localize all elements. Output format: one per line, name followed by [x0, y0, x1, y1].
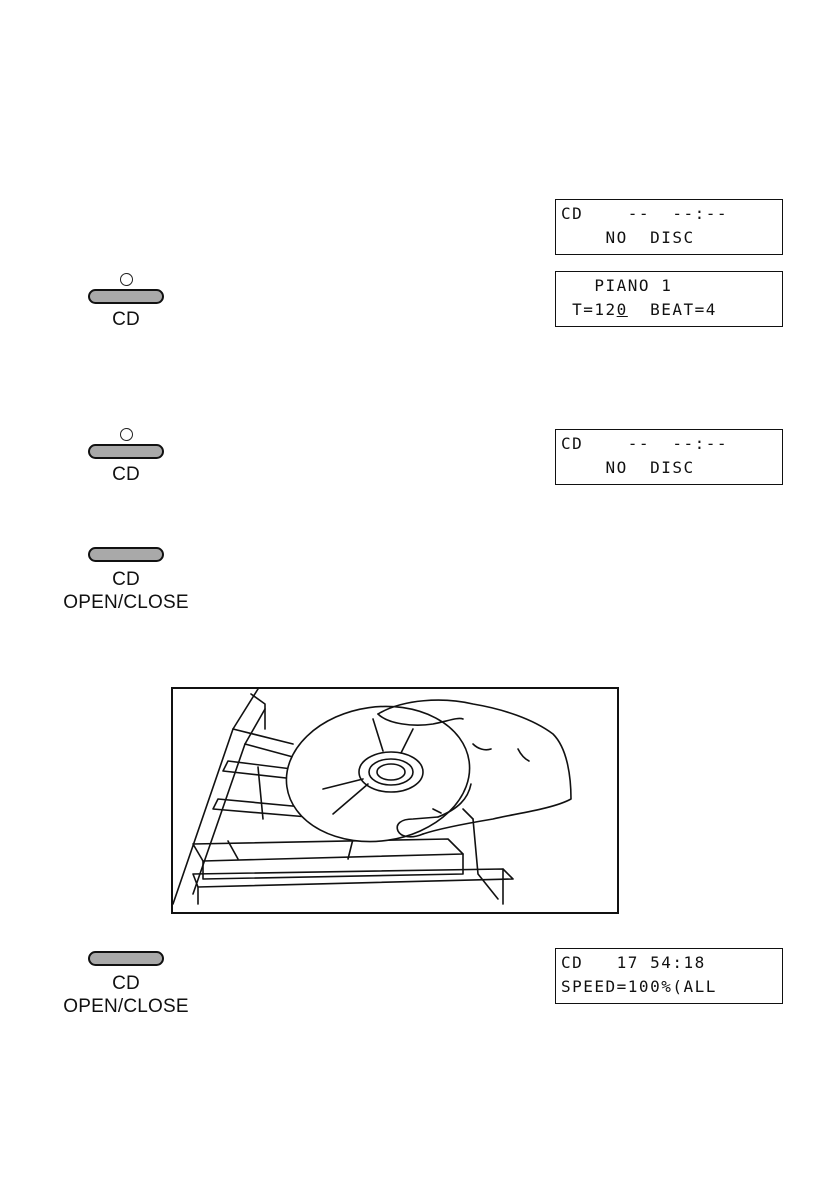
lcd-line-2: SPEED=100%(ALL: [561, 977, 717, 996]
tempo-text: T=12: [561, 300, 617, 319]
lcd-line-2: NO DISC: [561, 228, 695, 247]
open-close-button[interactable]: [88, 951, 164, 966]
cd-button[interactable]: [88, 289, 164, 304]
cd-button[interactable]: [88, 444, 164, 459]
open-close-label: OPEN/CLOSE: [63, 592, 189, 613]
lcd-line-1: PIANO 1: [561, 276, 673, 295]
open-close-label-cd: CD: [112, 973, 140, 994]
beat-text: BEAT=4: [627, 300, 717, 319]
open-close-button-group: CD OPEN/CLOSE: [55, 951, 197, 1018]
lcd-line-2: T=120 BEAT=4: [561, 300, 717, 320]
cd-button-group: CD: [86, 273, 166, 331]
cd-button-group: CD: [86, 428, 166, 486]
disc-tray-hand-icon: [173, 689, 572, 905]
lcd-display-no-disc: CD -- --:-- NO DISC: [555, 199, 783, 255]
tempo-cursor-digit: 0: [616, 300, 628, 319]
open-close-button[interactable]: [88, 547, 164, 562]
lcd-line-1: CD 17 54:18: [561, 953, 706, 972]
open-close-button-group: CD OPEN/CLOSE: [55, 547, 197, 614]
disc-insertion-illustration: [171, 687, 619, 914]
cd-button-label: CD: [112, 464, 140, 485]
lcd-display-playing: CD 17 54:18 SPEED=100%(ALL: [555, 948, 783, 1004]
lcd-line-1: CD -- --:--: [561, 204, 728, 223]
led-indicator-icon: [119, 273, 133, 286]
led-indicator-icon: [119, 428, 133, 441]
lcd-line-1: CD -- --:--: [561, 434, 728, 453]
lcd-display-no-disc: CD -- --:-- NO DISC: [555, 429, 783, 485]
cd-button-label: CD: [112, 309, 140, 330]
lcd-line-2: NO DISC: [561, 458, 695, 477]
open-close-label-cd: CD: [112, 569, 140, 590]
lcd-display-piano: PIANO 1 T=120 BEAT=4: [555, 271, 783, 327]
open-close-label: OPEN/CLOSE: [63, 996, 189, 1017]
